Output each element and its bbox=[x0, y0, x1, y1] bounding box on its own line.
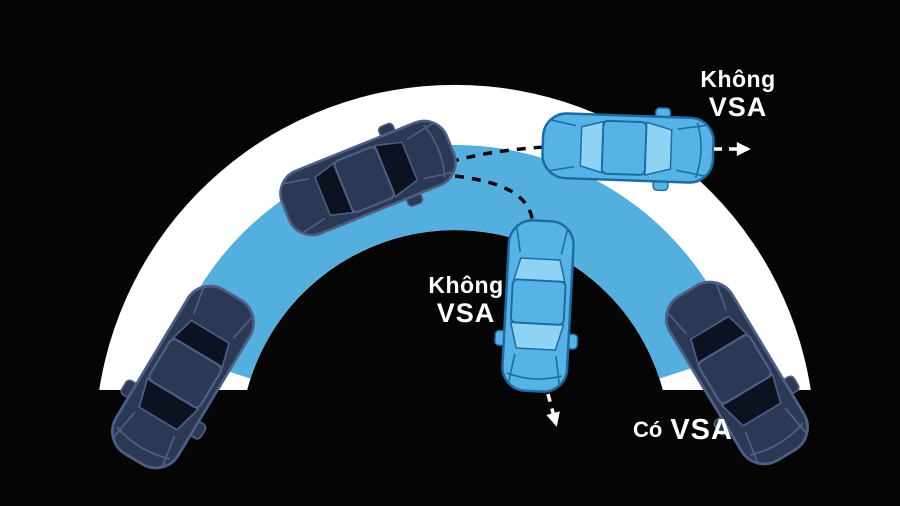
label-no-vsa-top-line1: Không bbox=[700, 66, 776, 92]
label-no-vsa-top: Không VSA bbox=[682, 66, 794, 123]
skid-arrow-down bbox=[546, 393, 560, 427]
label-with-vsa-word2: VSA bbox=[670, 414, 733, 446]
label-no-vsa-mid-line2: VSA bbox=[436, 298, 496, 329]
label-no-vsa-top-line2: VSA bbox=[708, 92, 768, 123]
label-with-vsa: Có VSA bbox=[618, 414, 748, 447]
label-with-vsa-word1: Có bbox=[633, 417, 663, 442]
skid-path-right bbox=[449, 145, 546, 164]
label-no-vsa-mid-line1: Không bbox=[428, 272, 504, 298]
skid-path-down bbox=[454, 174, 535, 227]
label-no-vsa-mid: Không VSA bbox=[410, 272, 522, 329]
